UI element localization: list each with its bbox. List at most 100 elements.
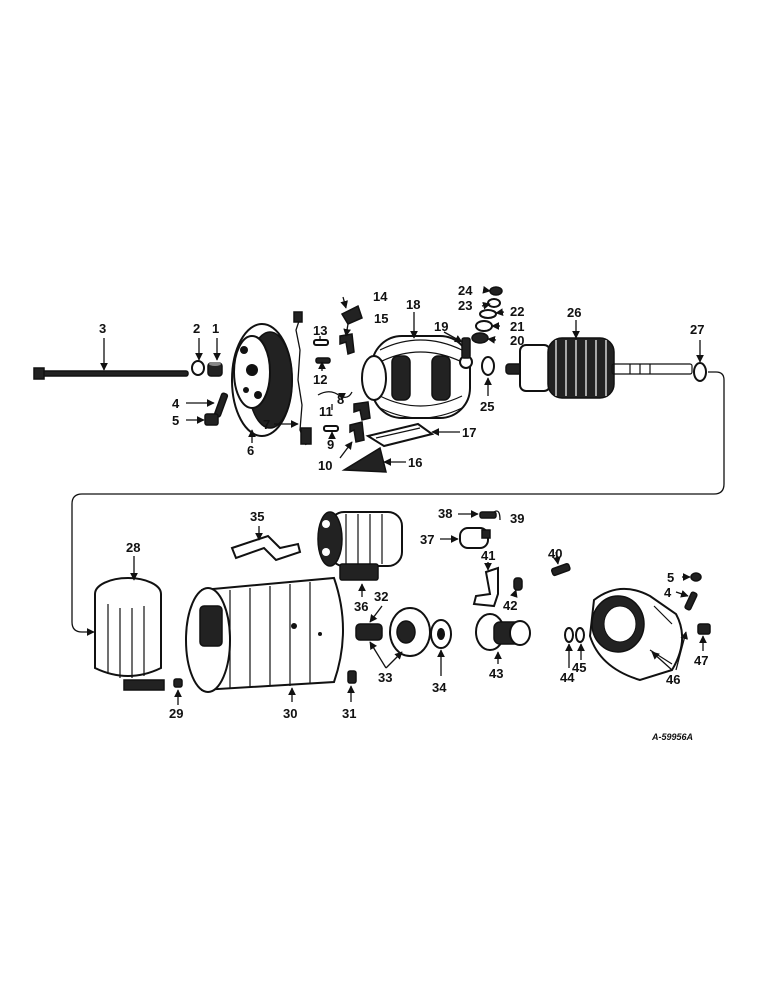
plug-5-rear: [690, 572, 702, 582]
insulator-16: [341, 446, 387, 473]
terminal-stud-19: [461, 337, 471, 359]
callout-12: 12: [313, 372, 327, 387]
shift-lever-41: [472, 566, 499, 608]
callout-25: 25: [480, 399, 494, 414]
drive-assembly-43: [475, 613, 531, 651]
clip-39: [493, 510, 501, 521]
callout-28: 28: [126, 540, 140, 555]
pole-shoe-17: [365, 422, 435, 448]
callout-2: 2: [193, 321, 200, 336]
ring-44: [564, 627, 574, 643]
washer-23: [487, 298, 501, 308]
callout-38: 38: [438, 506, 452, 521]
callout-9: 9: [327, 437, 334, 452]
callout-7: 7: [263, 417, 270, 432]
leader-lines: [100, 285, 707, 705]
cover-band-28: [94, 577, 165, 691]
through-bolt: [33, 367, 189, 380]
callout-19: 19: [434, 319, 448, 334]
callout-15: 15: [374, 311, 388, 326]
callout-37: 37: [420, 532, 434, 547]
field-coil-assembly: [361, 335, 473, 419]
armature-26: [505, 337, 693, 399]
nut-20: [471, 332, 489, 344]
callout-13: 13: [313, 323, 327, 338]
bushing-29: [173, 678, 183, 688]
bearing-plate-33: [389, 607, 431, 657]
connector-line: [71, 371, 725, 636]
bushing-31: [347, 670, 357, 684]
callout-16: 16: [408, 455, 422, 470]
lead-terminal-bottom: [300, 427, 312, 445]
callout-32: 32: [374, 589, 388, 604]
washer-22: [479, 309, 497, 319]
callout-8: 8: [337, 392, 344, 407]
brush-spring-13: [313, 339, 329, 346]
callout-40: 40: [548, 546, 562, 561]
callout-36: 36: [354, 599, 368, 614]
brush-holder-15: [339, 333, 355, 355]
callout-22: 22: [510, 304, 524, 319]
callout-21: 21: [510, 319, 524, 334]
terminal-lead-7: [295, 317, 307, 446]
callout-24: 24: [458, 283, 473, 298]
callout-17: 17: [462, 425, 476, 440]
callout-39: 39: [510, 511, 524, 526]
callout-18: 18: [406, 297, 420, 312]
callout-31: 31: [342, 706, 356, 721]
brush-lead-8: [317, 391, 353, 398]
callout-46: 46: [666, 672, 680, 687]
callout-30: 30: [283, 706, 297, 721]
plunger-37: [459, 527, 491, 549]
ring-45: [575, 627, 585, 643]
callout-numbers: 1 2 3 4 5 6 7 8 9 10 11 12 13 14 15 16 1…: [99, 283, 708, 721]
plug-47: [697, 623, 711, 635]
callout-42: 42: [503, 598, 517, 613]
callout-5: 5: [172, 413, 179, 428]
callout-43: 43: [489, 666, 503, 681]
solenoid-36: [317, 511, 403, 581]
callout-4: 4: [172, 396, 180, 411]
callout-35: 35: [250, 509, 264, 524]
callout-6: 6: [247, 443, 254, 458]
drawing-number: A-59956A: [651, 732, 693, 742]
lead-terminal-top: [293, 311, 303, 323]
washer-21: [475, 320, 493, 332]
brush-holder-10: [349, 421, 365, 443]
callout-27: 27: [690, 322, 704, 337]
bushing-1: [207, 362, 223, 377]
plug-5: [204, 413, 219, 426]
callout-45: 45: [572, 660, 586, 675]
callout-47: 47: [694, 653, 708, 668]
brush-holder-14: [340, 304, 363, 325]
bushing-32: [355, 623, 383, 641]
callout-41: 41: [481, 548, 495, 563]
callout-34: 34: [432, 680, 447, 695]
pin-4-rear: [684, 591, 698, 611]
callout-10: 10: [318, 458, 332, 473]
washer-34: [430, 619, 452, 649]
callout-26: 26: [567, 305, 581, 320]
callout-44: 44: [560, 670, 575, 685]
bushing-42: [513, 577, 523, 591]
nut-24: [489, 286, 503, 296]
callout-33: 33: [378, 670, 392, 685]
callout-11: 11: [319, 404, 333, 419]
callout-14: 14: [373, 289, 388, 304]
brush-9: [323, 425, 339, 432]
thrust-washer-25: [481, 356, 495, 376]
brush-spring-12: [315, 357, 331, 364]
frame-housing-30: [185, 576, 344, 693]
brush-holder-11: [353, 401, 371, 421]
bracket-35: [230, 534, 302, 562]
commutator-end-head: [231, 323, 293, 437]
callout-4-rear: 4: [664, 585, 672, 600]
callout-29: 29: [169, 706, 183, 721]
callout-3: 3: [99, 321, 106, 336]
washer-2: [191, 360, 205, 376]
callout-1: 1: [212, 321, 219, 336]
callout-20: 20: [510, 333, 524, 348]
pin-40: [550, 562, 571, 577]
callout-5-rear: 5: [667, 570, 674, 585]
